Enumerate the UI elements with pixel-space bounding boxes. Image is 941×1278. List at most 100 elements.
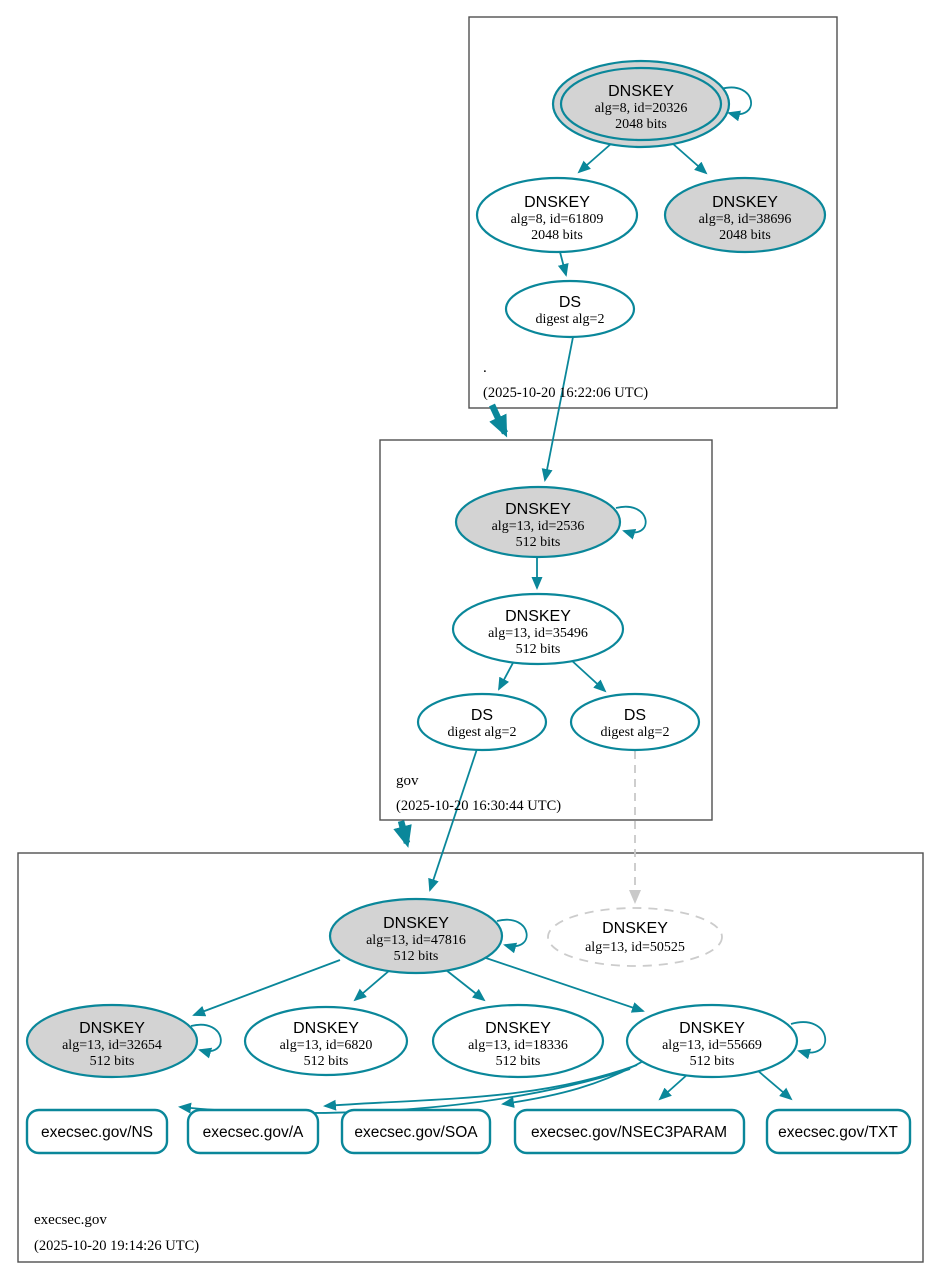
edge-key-55669-to-rrset-txt [756, 1069, 793, 1101]
node-gov-zsk-35496[interactable]: DNSKEY alg=13, id=35496 512 bits [451, 592, 625, 666]
node-root-key-38696[interactable]: DNSKEY alg=8, id=38696 2048 bits [663, 176, 827, 254]
zone-label-execsec: execsec.gov [34, 1212, 107, 1228]
execsec-key-18336-detail: alg=13, id=18336 [468, 1038, 568, 1053]
self-loop-execsec-ksk [496, 918, 528, 954]
gov-ds-right-title: DS [624, 707, 646, 724]
self-loop-key-55669 [790, 1021, 826, 1060]
rrset-nsec3param-box[interactable] [513, 1108, 746, 1155]
node-gov-ds-left[interactable]: DS digest alg=2 [416, 692, 548, 752]
rrset-ns[interactable]: execsec.gov/NS [25, 1108, 169, 1155]
gov-zsk-ellipse[interactable] [451, 592, 625, 666]
execsec-key-55669-bits: 512 bits [690, 1054, 735, 1069]
root-zsk-bits: 2048 bits [531, 228, 583, 243]
node-execsec-key-18336[interactable]: DNSKEY alg=13, id=18336 512 bits [431, 1003, 605, 1079]
execsec-ksk-bits: 512 bits [394, 949, 439, 964]
execsec-key-32654-detail: alg=13, id=32654 [62, 1038, 162, 1053]
root-ksk-outer-ellipse[interactable] [551, 59, 731, 149]
self-loop-gov-ksk [615, 505, 647, 540]
gov-ds-right-ellipse[interactable] [569, 692, 701, 752]
zone-label-gov: gov [396, 773, 419, 789]
root-zsk-ellipse[interactable] [475, 176, 639, 254]
root-ksk-bits: 2048 bits [615, 117, 667, 132]
rrset-txt-box[interactable] [765, 1108, 912, 1155]
edge-key-55669-to-rrset-nsec3param [658, 1073, 689, 1101]
self-loop-key-32654 [190, 1023, 222, 1059]
rrset-txt-label: execsec.gov/TXT [778, 1124, 898, 1141]
delegation-arrow-root-to-gov [489, 403, 508, 438]
rrset-nsec3param-label: execsec.gov/NSEC3PARAM [531, 1124, 727, 1141]
node-root-ksk-20326[interactable]: DNSKEY alg=8, id=20326 2048 bits [551, 59, 731, 149]
edge-key-55669-to-rrset-soa [501, 1059, 646, 1108]
edge-key-55669-to-rrset-ns [178, 1068, 631, 1114]
rrset-a-label: execsec.gov/A [203, 1124, 304, 1141]
rrset-soa[interactable]: execsec.gov/SOA [340, 1108, 492, 1155]
execsec-key-55669-ellipse[interactable] [625, 1003, 799, 1079]
root-ds-detail: digest alg=2 [536, 312, 605, 327]
node-execsec-key-55669[interactable]: DNSKEY alg=13, id=55669 512 bits [625, 1003, 799, 1079]
gov-ds-left-title: DS [471, 707, 493, 724]
zone-timestamp-gov: (2025-10-20 16:30:44 UTC) [396, 798, 561, 814]
gov-ksk-title: DNSKEY [505, 501, 571, 518]
root-ksk-inner-ellipse [559, 66, 723, 142]
execsec-key-32654-title: DNSKEY [79, 1020, 145, 1037]
rrset-a-box[interactable] [186, 1108, 320, 1155]
execsec-key-6820-detail: alg=13, id=6820 [280, 1038, 373, 1053]
edge-root-ds-to-gov-ksk [541, 336, 574, 482]
execsec-key-50525-detail: alg=13, id=50525 [585, 940, 685, 955]
zone-box-root [468, 16, 838, 409]
execsec-key-55669-detail: alg=13, id=55669 [662, 1038, 762, 1053]
node-root-ds[interactable]: DS digest alg=2 [504, 279, 636, 339]
root-ksk-title: DNSKEY [608, 83, 674, 100]
execsec-key-6820-ellipse[interactable] [243, 1005, 409, 1077]
rrset-ns-label: execsec.gov/NS [41, 1124, 153, 1141]
execsec-key-18336-title: DNSKEY [485, 1020, 551, 1037]
root-key-38696-ellipse[interactable] [663, 176, 827, 254]
node-execsec-key-50525-dashed[interactable]: DNSKEY alg=13, id=50525 [547, 907, 723, 967]
self-loop-root-ksk [720, 86, 752, 122]
root-ksk-detail: alg=8, id=20326 [595, 101, 688, 116]
execsec-key-6820-bits: 512 bits [304, 1054, 349, 1069]
root-ds-ellipse[interactable] [504, 279, 636, 339]
edge-gov-ds-to-execsec-ksk [428, 748, 478, 892]
gov-ds-right-detail: digest alg=2 [601, 725, 670, 740]
edge-root-zsk-to-ds [557, 251, 569, 277]
execsec-key-18336-ellipse[interactable] [431, 1003, 605, 1079]
rrset-soa-box[interactable] [340, 1108, 492, 1155]
execsec-ksk-ellipse[interactable] [328, 897, 504, 975]
edge-execsec-ksk-to-key-6820 [353, 969, 391, 1002]
zone-timestamp-root: (2025-10-20 16:22:06 UTC) [483, 385, 648, 401]
edge-execsec-ksk-to-key-55669 [479, 955, 645, 1013]
edge-execsec-ksk-to-key-32654 [192, 959, 341, 1017]
root-zsk-title: DNSKEY [524, 194, 590, 211]
gov-ds-left-detail: digest alg=2 [448, 725, 517, 740]
execsec-key-50525-title: DNSKEY [602, 920, 668, 937]
rrset-nsec3param[interactable]: execsec.gov/NSEC3PARAM [513, 1108, 746, 1155]
root-ds-title: DS [559, 294, 581, 311]
execsec-key-50525-ellipse[interactable] [547, 907, 723, 967]
edge-gov-zsk-to-ds-right [569, 658, 607, 693]
rrset-a[interactable]: execsec.gov/A [186, 1108, 320, 1155]
node-execsec-key-32654[interactable]: DNSKEY alg=13, id=32654 512 bits [25, 1003, 199, 1079]
node-execsec-key-6820[interactable]: DNSKEY alg=13, id=6820 512 bits [243, 1005, 409, 1077]
gov-ksk-detail: alg=13, id=2536 [492, 519, 585, 534]
zone-timestamp-execsec: (2025-10-20 19:14:26 UTC) [34, 1238, 199, 1254]
root-key-38696-bits: 2048 bits [719, 228, 771, 243]
execsec-key-18336-bits: 512 bits [496, 1054, 541, 1069]
node-root-zsk-61809[interactable]: DNSKEY alg=8, id=61809 2048 bits [475, 176, 639, 254]
edge-key-55669-to-rrset-a [323, 1064, 638, 1111]
zone-box-gov [379, 439, 713, 821]
node-gov-ds-right[interactable]: DS digest alg=2 [569, 692, 701, 752]
root-zsk-detail: alg=8, id=61809 [511, 212, 604, 227]
execsec-key-6820-title: DNSKEY [293, 1020, 359, 1037]
edge-root-ksk-to-zsk [577, 142, 613, 174]
rrset-txt[interactable]: execsec.gov/TXT [765, 1108, 912, 1155]
gov-ksk-ellipse[interactable] [454, 485, 622, 559]
rrset-ns-box[interactable] [25, 1108, 169, 1155]
rrset-soa-label: execsec.gov/SOA [354, 1124, 478, 1141]
gov-ds-left-ellipse[interactable] [416, 692, 548, 752]
root-key-38696-detail: alg=8, id=38696 [699, 212, 792, 227]
execsec-key-32654-ellipse[interactable] [25, 1003, 199, 1079]
node-gov-ksk-2536[interactable]: DNSKEY alg=13, id=2536 512 bits [454, 485, 622, 559]
node-execsec-ksk-47816[interactable]: DNSKEY alg=13, id=47816 512 bits [328, 897, 504, 975]
